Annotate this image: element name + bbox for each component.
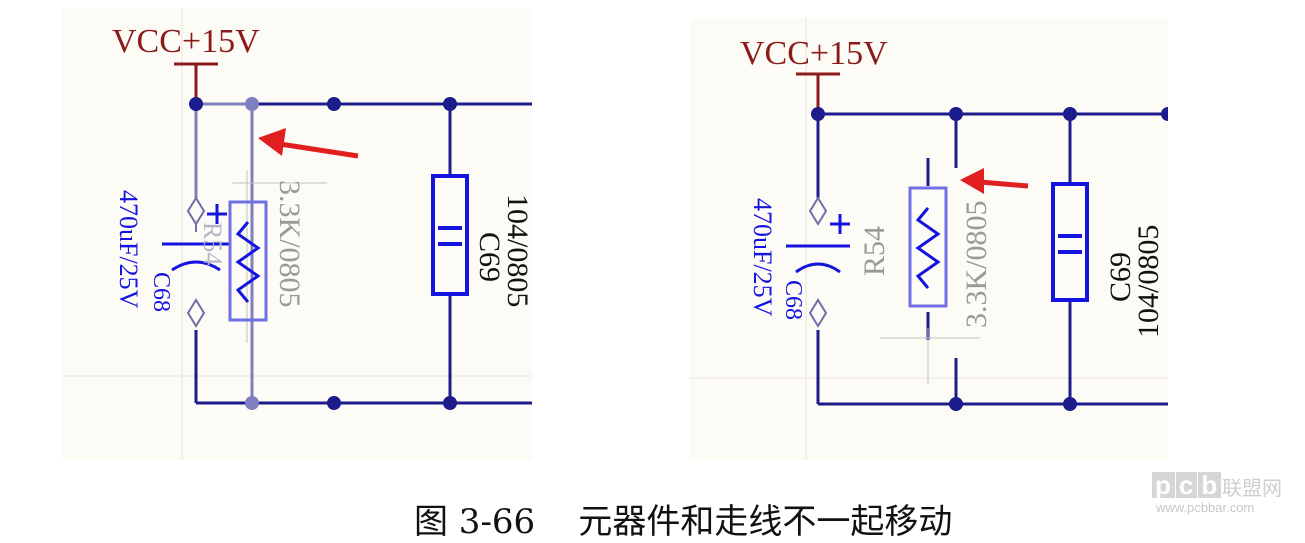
resistor-r54[interactable]: R54 3.3K/0805 <box>858 186 993 329</box>
schematic-panel-before: VCC+15V <box>62 8 534 460</box>
r54-ref-label: R54 <box>198 222 227 265</box>
figure-caption: 图 3-66 元器件和走线不一起移动 <box>414 502 953 542</box>
vcc-power-port[interactable]: VCC+15V <box>740 35 888 114</box>
junction-dots <box>189 97 457 410</box>
r54-ref-label: R54 <box>858 226 891 276</box>
c68-ref-label: C68 <box>780 280 806 320</box>
c69-value-label: 104/0805 <box>501 194 532 307</box>
capacitor-c69[interactable]: C69 104/0805 <box>1051 182 1165 338</box>
watermark-cn: 联盟网 <box>1222 476 1282 500</box>
c69-ref-label: C69 <box>1104 252 1137 302</box>
vcc-power-port[interactable]: VCC+15V <box>112 23 260 104</box>
vcc-label: VCC+15V <box>740 35 888 72</box>
r54-value-label: 3.3K/0805 <box>273 180 306 308</box>
c68-value-label: 470uF/25V <box>114 190 143 309</box>
schematic-canvas-left: VCC+15V <box>62 8 534 460</box>
capacitor-c69[interactable]: C69 104/0805 <box>431 174 534 307</box>
c68-value-label: 470uF/25V <box>748 198 777 317</box>
watermark-url: www.pcbbar.com <box>1156 500 1255 515</box>
c69-ref-label: C69 <box>473 232 506 282</box>
c68-ref-label: C68 <box>148 272 174 312</box>
red-arrow-annotation <box>960 168 1029 194</box>
capacitor-c68[interactable]: 470uF/25V C68 <box>114 190 230 328</box>
resistor-r54[interactable]: R54 3.3K/0805 <box>198 180 306 322</box>
schematic-panel-after: VCC+15V <box>690 18 1175 460</box>
grid-lines <box>690 18 1168 460</box>
schematic-canvas-right: VCC+15V <box>690 18 1175 460</box>
red-arrow-annotation <box>258 128 359 159</box>
c69-value-label: 104/0805 <box>1132 225 1165 338</box>
junction-dots <box>811 107 1175 411</box>
selection-crosshair <box>880 328 980 384</box>
grid-lines <box>62 8 532 460</box>
sheet-background <box>62 8 532 460</box>
r54-value-label: 3.3K/0805 <box>960 201 993 329</box>
vcc-label: VCC+15V <box>112 23 260 60</box>
capacitor-c68[interactable]: 470uF/25V C68 <box>748 196 850 328</box>
